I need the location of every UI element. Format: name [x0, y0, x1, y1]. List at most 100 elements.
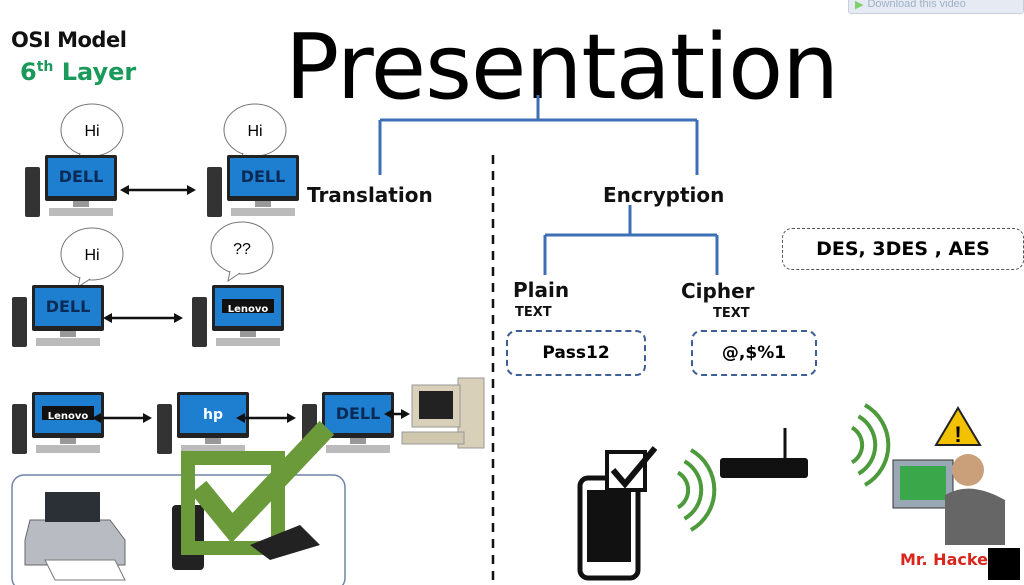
- plain-sub-label: TEXT: [515, 305, 552, 320]
- hacker-label: Mr. Hacke: [900, 550, 988, 569]
- double-arrow-icon: [120, 185, 196, 195]
- double-arrow-icon: [92, 413, 152, 423]
- smartphone-icon: [577, 475, 641, 581]
- brand-logo: DELL: [241, 167, 286, 186]
- layer-heading: 6th Layer: [20, 58, 137, 86]
- brand-logo: Lenovo: [48, 411, 89, 422]
- check-mark: [190, 420, 335, 544]
- plain-label: Plain: [513, 278, 570, 302]
- brand-logo: Lenovo: [228, 304, 269, 315]
- signal-arc: [689, 448, 717, 532]
- retro-computer-icon: [401, 377, 485, 449]
- screen: [325, 395, 391, 433]
- keyboard: [216, 338, 280, 346]
- wifi-signal-icon: [850, 403, 891, 487]
- keyboard: [231, 208, 295, 216]
- triangle: [934, 406, 982, 446]
- signal-arc: [857, 414, 878, 476]
- printer-icon: [24, 492, 126, 581]
- desktop-computer-icon: Lenovo: [12, 392, 104, 454]
- speech-bubble: Hi: [60, 103, 124, 165]
- router-icon: [720, 428, 808, 478]
- checkbox-icon: [605, 446, 658, 492]
- encryption-label: Encryption: [603, 183, 725, 207]
- bubble-text: Hi: [84, 123, 99, 140]
- speech-bubble: Hi: [223, 103, 287, 165]
- translation-label: Translation: [307, 183, 433, 207]
- arrow-head: [103, 313, 112, 323]
- devices-box: [11, 474, 346, 585]
- keyboard: [401, 431, 465, 445]
- bubble-text: Hi: [247, 123, 262, 140]
- keyboard: [49, 208, 113, 216]
- stand: [350, 438, 366, 444]
- brand-logo: DELL: [336, 404, 381, 423]
- tower: [12, 404, 27, 454]
- double-arrow-icon: [384, 409, 410, 419]
- desktop-computer-icon: DELL: [207, 155, 299, 217]
- bubble-text: ??: [233, 241, 251, 258]
- arrow-head: [92, 413, 101, 423]
- double-arrow-icon: [103, 313, 183, 323]
- hacker-icon: [892, 454, 1005, 545]
- bubble-text: Hi: [84, 247, 99, 264]
- hacker-screen: [900, 466, 946, 500]
- signal-arc: [863, 403, 891, 487]
- double-arrow-icon: [236, 413, 296, 423]
- cipher-label: Cipher: [681, 279, 755, 303]
- phone-screen: [587, 490, 631, 562]
- download-video-button[interactable]: ▶Download this video: [848, 0, 1024, 14]
- keyboard: [36, 445, 100, 453]
- stand: [205, 438, 221, 444]
- signal-arc: [850, 425, 865, 465]
- signal-arc: [683, 459, 704, 521]
- printer-body: [24, 519, 126, 566]
- algorithms-box: DES, 3DES , AES: [782, 228, 1024, 270]
- brand-plate: [222, 299, 274, 313]
- stand: [73, 201, 89, 207]
- brand-logo: DELL: [46, 297, 91, 316]
- tower: [12, 297, 27, 347]
- tower: [207, 167, 222, 217]
- bubble-tail: [227, 270, 241, 283]
- tower: [192, 297, 207, 347]
- printer-top: [45, 492, 100, 522]
- stand: [60, 331, 76, 337]
- keyboard: [326, 445, 390, 453]
- warning-icon: !: [934, 406, 982, 447]
- screen: [419, 391, 453, 419]
- desktop-computer-icon: DELL: [302, 392, 394, 454]
- cipher-sub-label: TEXT: [713, 306, 750, 321]
- check-box: [181, 451, 285, 555]
- arrow-head: [143, 413, 152, 423]
- screen: [180, 395, 246, 433]
- arrow-head: [287, 413, 296, 423]
- cipher-text-box: @,$%1: [691, 330, 817, 376]
- tick: [610, 446, 658, 489]
- exclamation: !: [954, 422, 961, 447]
- arrow-head: [187, 185, 196, 195]
- arrow-head: [236, 413, 245, 423]
- arrow-head: [384, 409, 393, 419]
- camera-icon: [250, 525, 320, 560]
- brand-logo: hp: [203, 407, 223, 423]
- screen: [35, 288, 101, 326]
- hacker-body: [945, 488, 1005, 545]
- bubble-shape: [60, 227, 124, 281]
- black-square: [988, 548, 1020, 580]
- keyboard: [181, 445, 245, 453]
- desktop-computer-icon: hp: [157, 392, 249, 454]
- page-title: Presentation: [285, 15, 839, 120]
- brand-plate: [42, 406, 94, 420]
- desktop-computer-icon: DELL: [25, 155, 117, 217]
- signal-arc: [676, 470, 691, 510]
- arrow-head: [174, 313, 183, 323]
- subject-heading: OSI Model: [11, 28, 127, 52]
- arrow-head: [120, 185, 129, 195]
- screen: [48, 158, 114, 196]
- stand: [255, 201, 271, 207]
- speech-bubble: ??: [210, 221, 274, 283]
- desktop-computer-icon: Lenovo: [192, 285, 284, 347]
- bubble-shape: [210, 221, 274, 275]
- tower: [25, 167, 40, 217]
